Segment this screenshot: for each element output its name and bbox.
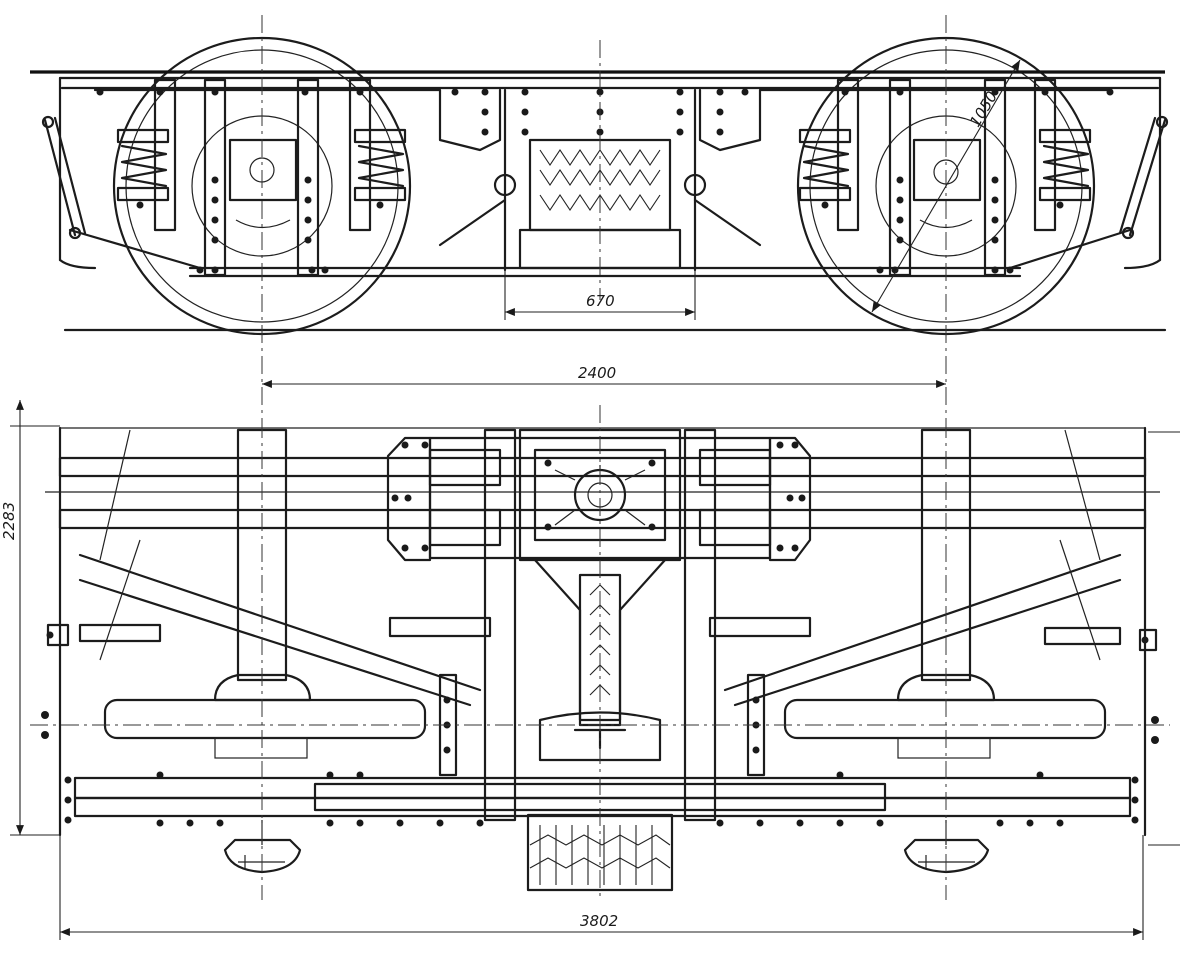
dim-width-right-ext — [1148, 431, 1180, 846]
spring-right-2 — [1038, 128, 1092, 202]
dim-center-spacing: 670 — [504, 270, 696, 320]
dim-overall-length-label: 3802 — [580, 912, 618, 930]
outer-frame — [58, 426, 1147, 837]
dim-width-label: 2283 — [0, 502, 18, 540]
dim-wheel-diameter-label: 1050 — [966, 88, 1001, 130]
upper-side-member — [45, 456, 1160, 530]
bolster-right-plate — [698, 436, 812, 562]
axle-right-plan — [896, 428, 996, 702]
lower-side-member — [73, 776, 1132, 818]
dim-wheelbase: 2400 — [262, 364, 946, 388]
diagonal-braces — [78, 429, 1122, 707]
dim-overall-length: 3802 — [59, 835, 1144, 940]
spring-left-2 — [353, 128, 407, 202]
wheel-left-plan — [103, 698, 427, 759]
rivets-plan — [41, 441, 1159, 827]
side-view: 1050 670 — [30, 15, 1169, 420]
wheel-right-plan — [783, 698, 1107, 759]
rivets-side — [96, 88, 1114, 274]
dim-center-spacing-label: 670 — [586, 292, 615, 310]
spring-right-1 — [798, 128, 852, 202]
dim-wheelbase-label: 2400 — [578, 364, 616, 382]
dim-width: 2283 — [0, 400, 60, 836]
plan-view — [30, 405, 1170, 900]
end-links — [41, 115, 1169, 240]
axle-left-plan — [213, 428, 312, 702]
spring-left-1 — [116, 128, 170, 202]
axle-boxes-plan — [223, 820, 990, 874]
